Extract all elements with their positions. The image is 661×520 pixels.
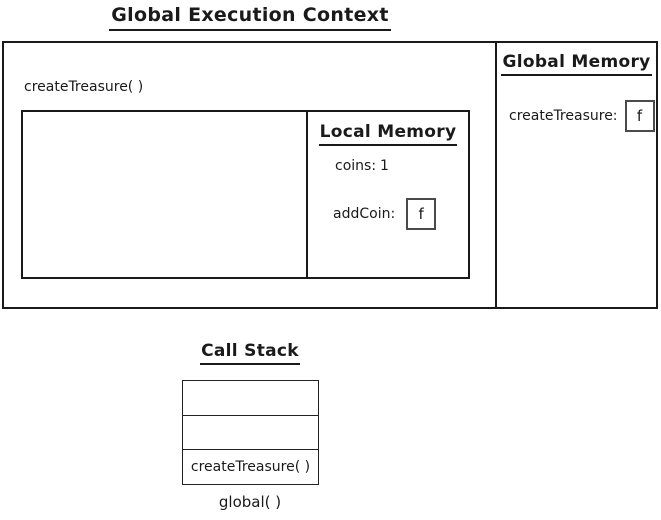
call-stack-title-row: Call Stack (0, 341, 500, 365)
stack-frame-empty-middle (183, 414, 318, 450)
global-execution-context-box: createTreasure( ) Local Memory coins:1 a… (2, 41, 658, 309)
local-memory-title-row: Local Memory (308, 122, 468, 146)
function-execution-context-box: Local Memory coins:1 addCoin: f (21, 110, 470, 279)
entry-label: coins: (335, 158, 377, 174)
page-title-row: Global Execution Context (0, 4, 500, 31)
function-call-label: createTreasure( ) (24, 79, 144, 95)
global-memory-panel: Global Memory createTreasure: f (495, 43, 656, 307)
stack-frame-empty-top (183, 381, 318, 415)
entry-label: addCoin: (333, 206, 396, 222)
local-memory-entry-coins: coins:1 (335, 158, 393, 174)
call-stack-base-label: global( ) (218, 493, 282, 511)
local-memory-entry-addcoin: addCoin: f (333, 198, 437, 230)
function-context-empty-area (23, 112, 306, 277)
entry-value: 1 (380, 158, 389, 174)
page-title: Global Execution Context (109, 4, 391, 31)
stack-frame-createTreasure: createTreasure( ) (183, 449, 318, 484)
call-stack-title: Call Stack (200, 341, 300, 365)
entry-label: createTreasure: (509, 108, 618, 124)
global-memory-title-row: Global Memory (497, 52, 656, 76)
local-memory-panel: Local Memory coins:1 addCoin: f (306, 112, 468, 277)
execution-context-area: createTreasure( ) Local Memory coins:1 a… (4, 43, 495, 307)
function-value-box: f (624, 100, 655, 132)
call-stack-box: createTreasure( ) (182, 380, 319, 485)
function-value-box: f (406, 198, 437, 230)
global-memory-title: Global Memory (501, 52, 652, 76)
local-memory-title: Local Memory (318, 122, 458, 146)
global-memory-entry-createTreasure: createTreasure: f (509, 100, 655, 132)
